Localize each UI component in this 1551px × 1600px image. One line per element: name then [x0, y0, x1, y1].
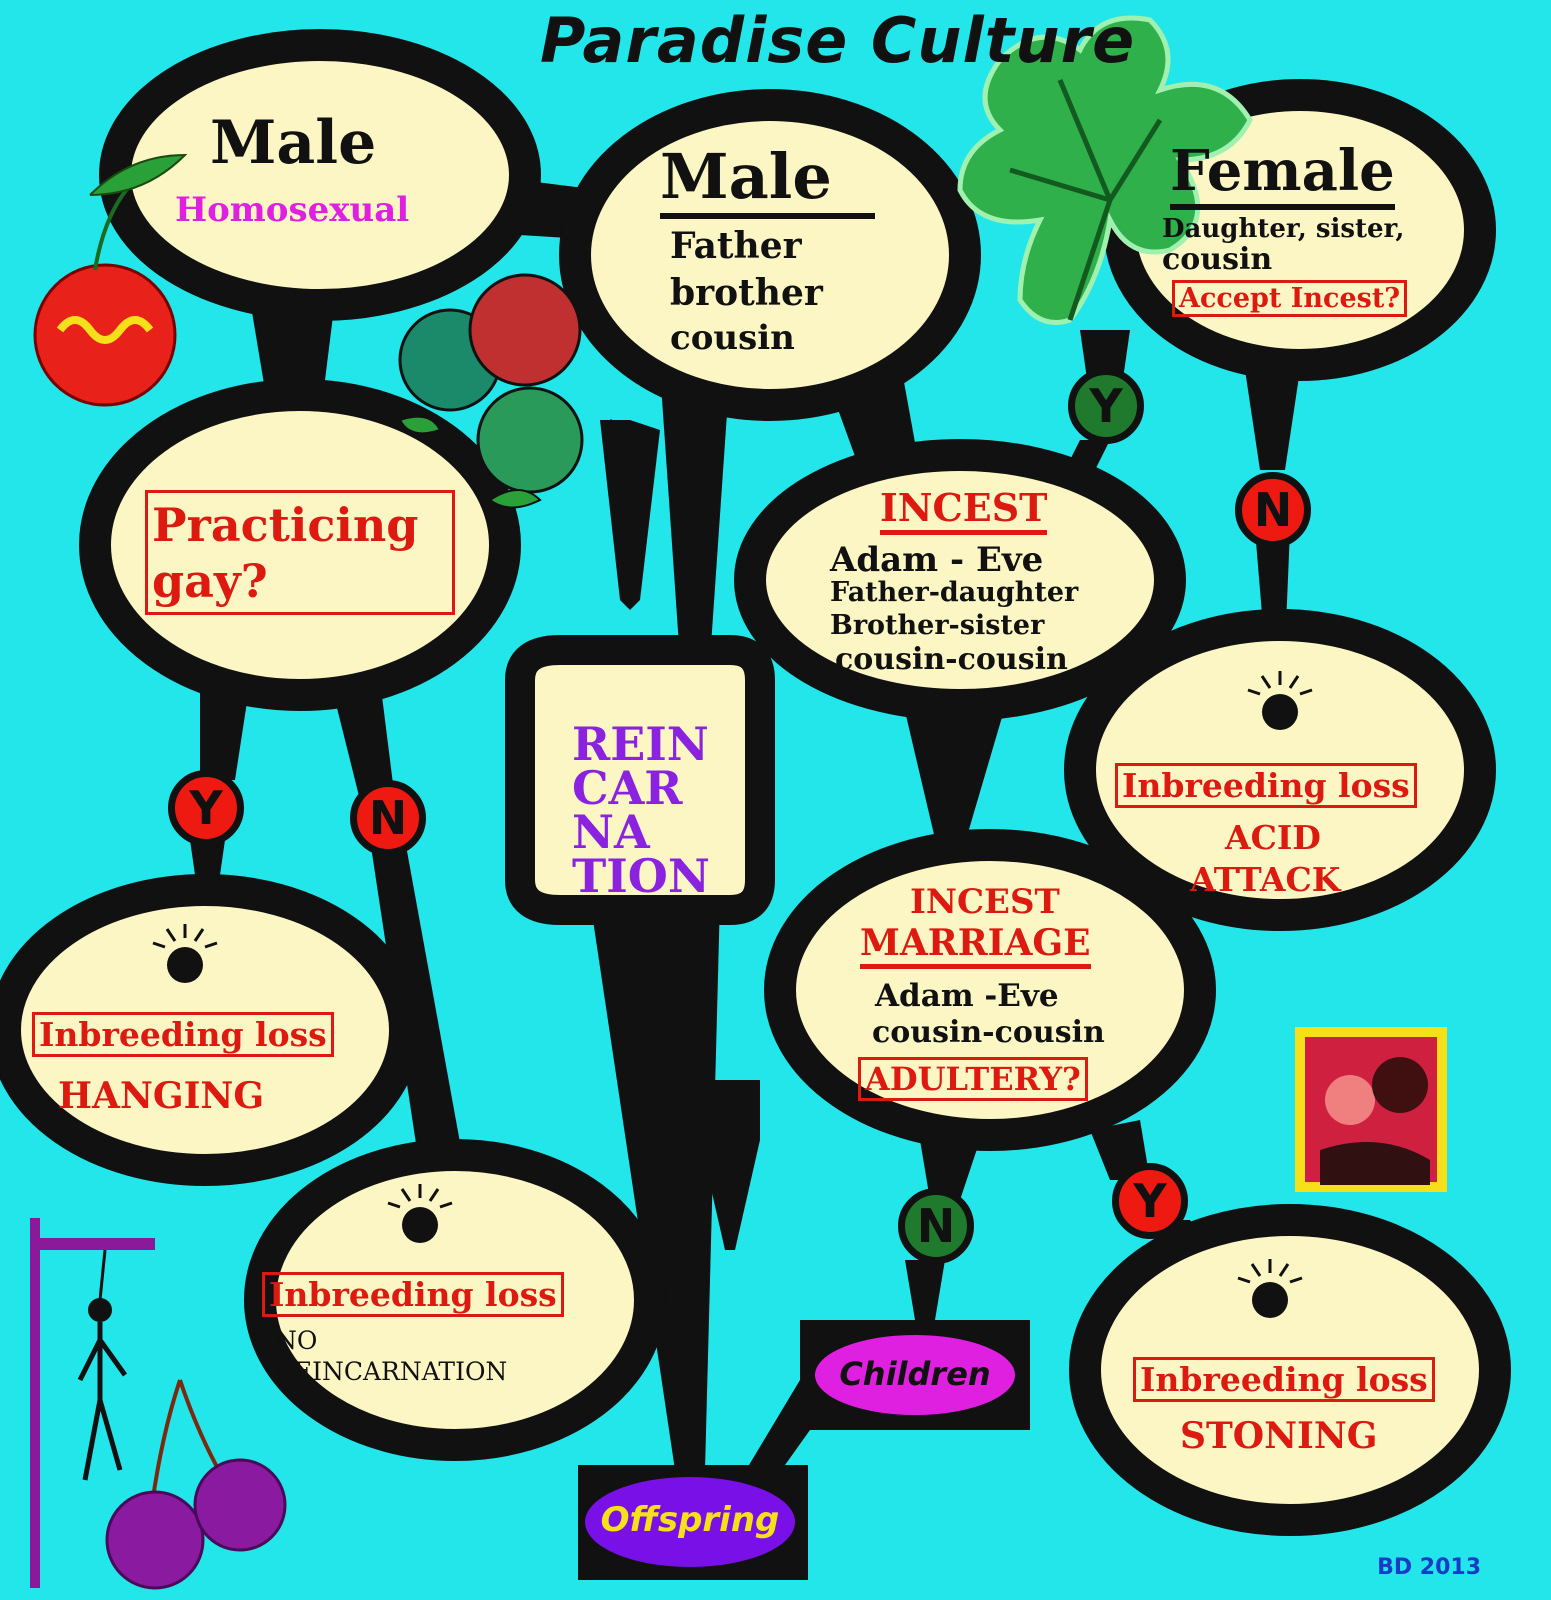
cherries-icon: [105, 1379, 287, 1590]
reincarnation-line-1: REIN: [572, 717, 709, 771]
bubble-no-reincarnation: [244, 1139, 666, 1461]
female-line-2: cousin: [1162, 242, 1273, 277]
acid-attack-outcome-1: ACID: [1225, 818, 1321, 857]
connector-marriage-to-no: [920, 1140, 980, 1200]
hanging-label: Inbreeding loss: [32, 1012, 334, 1057]
reincarnation-label: REIN CAR NA TION: [572, 717, 710, 903]
connector-gay-to-no: [330, 680, 395, 800]
incest-marriage-line-1: Adam -Eve: [875, 978, 1059, 1014]
male-family-heading: Male: [660, 140, 875, 219]
bomb-icon: [1247, 671, 1313, 730]
bubbles: [0, 29, 1511, 1536]
acid-attack-outcome-2: ATTACK: [1190, 860, 1341, 899]
practicing-gay-line-2: gay?: [152, 554, 268, 608]
incest-line-3: Brother-sister: [830, 610, 1045, 641]
decision-adultery-yes: Y: [1112, 1163, 1188, 1239]
acid-attack-label: Inbreeding loss: [1115, 763, 1417, 808]
ellipse-offspring: [585, 1477, 795, 1567]
children-label: Children: [839, 1355, 991, 1393]
no-reincarnation-outcome-2: REINCARNATION: [275, 1357, 508, 1386]
male-family-line-3: cousin: [670, 318, 795, 358]
female-question: Accept Incest?: [1172, 280, 1408, 317]
incest-marriage-line-2: cousin-cousin: [872, 1015, 1105, 1050]
male-homosexual-sub: Homosexual: [175, 190, 410, 230]
decision-gay-no: N: [350, 780, 426, 856]
bubble-stoning: [1069, 1204, 1511, 1536]
male-family-line-1: Father: [670, 225, 802, 267]
stoning-outcome: STONING: [1180, 1415, 1378, 1457]
decision-gay-yes: Y: [168, 770, 244, 846]
connector-female-to-no: [1245, 370, 1300, 470]
bubble-acid-attack: [1064, 609, 1496, 931]
connector-male-to-reincarnation: [660, 370, 730, 660]
incest-marriage-heading-2: MARRIAGE: [860, 922, 1091, 969]
incest-heading: INCEST: [880, 485, 1048, 535]
decision-female-no: N: [1235, 472, 1311, 548]
female-line-1: Daughter, sister,: [1162, 214, 1405, 244]
connector-no-to-children: [905, 1260, 945, 1320]
box-reincarnation: [505, 635, 775, 925]
decision-adultery-no: N: [898, 1188, 974, 1264]
male-family-line-2: brother: [670, 272, 823, 314]
incest-line-4: cousin-cousin: [835, 642, 1068, 677]
bomb-icon: [1237, 1259, 1303, 1318]
credit: BD 2013: [1377, 1555, 1481, 1580]
bubble-practicing-gay: [79, 379, 521, 711]
hanging-outcome: HANGING: [58, 1075, 265, 1117]
ellipse-children: [815, 1335, 1015, 1415]
bubble-male-family: [559, 89, 981, 421]
no-reincarnation-outcome-1: NO: [275, 1326, 318, 1355]
practicing-gay-line-1: Practicing: [152, 498, 419, 552]
reincarnation-line-2: CAR: [572, 761, 683, 815]
incest-line-1: Adam - Eve: [830, 540, 1044, 580]
fruit-cluster-icon: [398, 273, 623, 509]
bubble-incest: [734, 439, 1186, 721]
page-title: Paradise Culture: [540, 4, 1136, 77]
bomb-icon: [387, 1184, 453, 1243]
male-homosexual-heading: Male: [210, 108, 377, 178]
female-heading: Female: [1170, 138, 1395, 210]
stoning-label: Inbreeding loss: [1133, 1357, 1435, 1402]
bubble-hanging: [0, 874, 421, 1186]
apple-icon: [33, 153, 188, 407]
offspring-label: Offspring: [600, 1500, 780, 1540]
arrow-down-lower: [700, 1080, 760, 1250]
incest-line-2: Father-daughter: [830, 577, 1079, 608]
connector-reincarnation-to-offspring: [590, 900, 720, 1470]
reincarnation-line-3: NA: [572, 805, 650, 859]
connector-incest-to-marriage: [900, 690, 1010, 860]
no-reincarnation-label: Inbreeding loss: [262, 1272, 564, 1317]
bomb-icon: [152, 924, 218, 983]
decision-female-yes: Y: [1068, 368, 1144, 444]
bubble-incest-marriage: [764, 829, 1216, 1151]
arrow-down-upper: [600, 420, 660, 610]
leaf-icon: [957, 15, 1253, 325]
gallows-icon: [30, 1218, 155, 1588]
painting-icon: [1295, 1027, 1447, 1192]
reincarnation-line-4: TION: [572, 849, 710, 903]
adultery-question: ADULTERY?: [858, 1057, 1088, 1101]
incest-marriage-heading-1: INCEST: [910, 882, 1060, 922]
practicing-gay-question: Practicing gay?: [145, 490, 455, 615]
